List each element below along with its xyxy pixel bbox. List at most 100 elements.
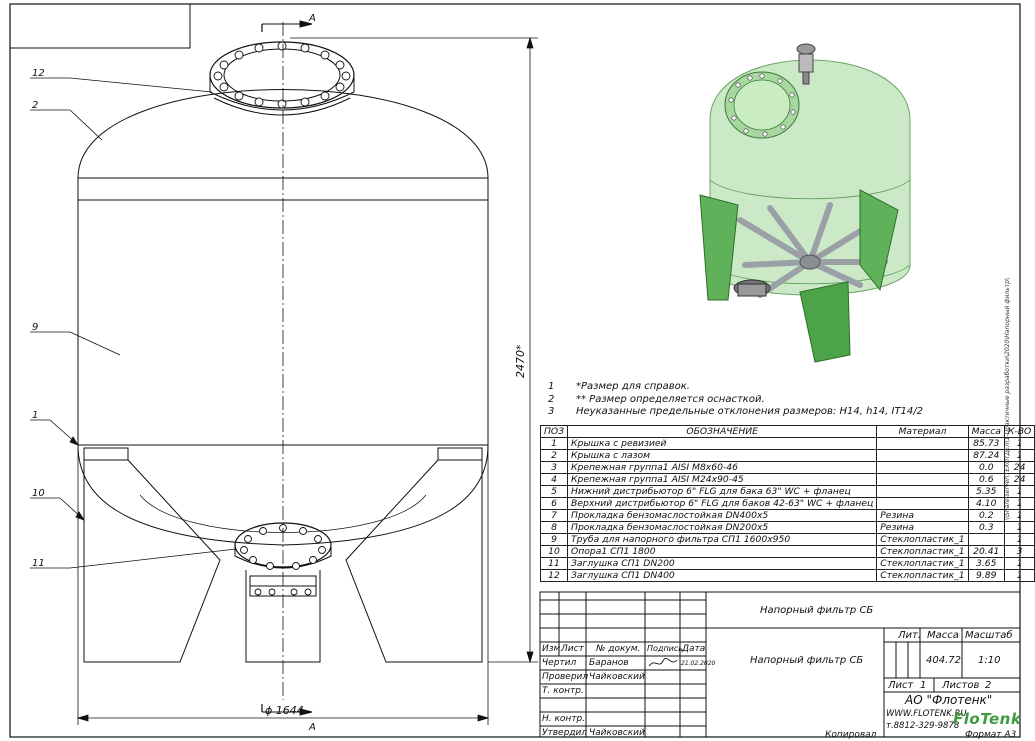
spec-pos: 5: [539, 485, 569, 498]
scale-value: 1:10: [978, 655, 1001, 666]
drawing-frame: [9, 3, 1021, 738]
header-mass: Масса: [967, 425, 1005, 438]
note-text: ** Размер определяется оснасткой.: [576, 393, 765, 405]
spec-mass: 85.73: [967, 437, 1005, 450]
spec-material: [876, 449, 969, 462]
spec-mass: 9.89: [967, 569, 1005, 582]
role-approved: Утвердил: [542, 728, 588, 738]
lit-label: Лит.: [898, 630, 922, 641]
mass-label: Масса: [927, 630, 959, 641]
spec-qty: 1: [1003, 521, 1035, 534]
spec-mass: 87.24: [967, 449, 1005, 462]
height-dimension: [290, 36, 538, 664]
section-marks: [261, 20, 313, 716]
spec-mass: 20.41: [967, 545, 1005, 558]
name-approved: Чайковский: [589, 728, 645, 738]
role-ncontrol: Н. контр.: [542, 714, 586, 724]
col-izm: Изм.: [542, 644, 564, 654]
diameter-dimension: [76, 445, 490, 725]
spec-mass: 0.2: [967, 509, 1005, 522]
spec-mass: 3.65: [967, 557, 1005, 570]
scale-label: Масштаб: [965, 630, 1013, 641]
sheet-label: Лист: [888, 680, 914, 691]
format-label: Формат А3: [965, 730, 1017, 740]
spec-name: Нижний дистрибьютор 6" FLG для бака 63" …: [567, 485, 878, 498]
name-drawn: Баранов: [589, 658, 629, 668]
note-text: *Размер для справок.: [576, 381, 690, 392]
doc-title-top: Напорный фильтр СБ: [760, 605, 874, 616]
spec-material: [876, 461, 969, 474]
leader-12: 12: [32, 68, 45, 79]
spec-name: Прокладка бензомаслостойкая DN400x5: [567, 509, 878, 522]
spec-material: Стеклопластик_1: [876, 533, 969, 546]
spec-name: Крышка с лазом: [567, 449, 878, 462]
role-checked: Проверил: [542, 672, 589, 682]
note-row: 2** Размер определяется оснасткой.: [548, 394, 923, 407]
mass-value: 404.72: [926, 655, 961, 666]
spec-qty: 1: [1003, 557, 1035, 570]
role-tcontrol: Т. контр.: [542, 686, 584, 696]
spec-name: Крепежная группа1 AISI M24x90-45: [567, 473, 878, 486]
note-num: 3: [548, 406, 555, 417]
spec-material: Стеклопластик_1: [876, 557, 969, 570]
leader-1: 1: [32, 410, 38, 421]
signature-mark: [648, 658, 678, 667]
spec-material: [876, 437, 969, 450]
leader-9: 9: [32, 322, 38, 333]
spec-material: [876, 473, 969, 486]
spec-mass: [967, 533, 1005, 546]
header-pos: ПОЗ: [539, 425, 569, 438]
spec-pos: 4: [539, 473, 569, 486]
spec-qty: 1: [1003, 569, 1035, 582]
stamp-box: [9, 3, 191, 49]
spec-qty: 24: [1003, 473, 1035, 486]
spec-mass: 5.35: [967, 485, 1005, 498]
company-website: WWW.FLOTENK.RU: [886, 709, 967, 719]
spec-mass: 0.0: [967, 461, 1005, 474]
spec-pos: 10: [539, 545, 569, 558]
spec-pos: 1: [539, 437, 569, 450]
leader-11: 11: [32, 558, 45, 569]
title-block-lines: [539, 591, 1021, 738]
spec-mass: 4.10: [967, 497, 1005, 510]
spec-mass: 0.6: [967, 473, 1005, 486]
file-path: \\Share-server\ТЕХОТДЕЛ\1-Практичные раз…: [1004, 277, 1011, 520]
spec-pos: 6: [539, 497, 569, 510]
spec-name: Заглушка СП1 DN400: [567, 569, 878, 582]
spec-name: Опора1 СП1 1800: [567, 545, 878, 558]
tank-3d-view: [699, 43, 911, 363]
spec-name: Прокладка бензомаслостойкая DN200x5: [567, 521, 878, 534]
spec-material: [876, 497, 969, 510]
spec-material: Стеклопластик_1: [876, 569, 969, 582]
flange-bolts: [213, 41, 351, 596]
col-date: Дата: [682, 644, 706, 654]
note-row: 1*Размер для справок.: [548, 381, 923, 394]
spec-mass: 0.3: [967, 521, 1005, 534]
spec-name: Крышка с ревизией: [567, 437, 878, 450]
section-mark-bottom: А: [308, 722, 316, 733]
sheets-label: Листов: [942, 680, 980, 691]
copied-label: Копировал: [825, 730, 877, 740]
spec-name: Труба для напорного фильтра СП1 1600x950: [567, 533, 878, 546]
spec-pos: 2: [539, 449, 569, 462]
spec-material: Резина: [876, 509, 969, 522]
section-mark-top: А: [308, 13, 316, 24]
header-name: ОБОЗНАЧЕНИЕ: [567, 425, 878, 438]
spec-pos: 9: [539, 533, 569, 546]
spec-pos: 3: [539, 461, 569, 474]
col-list: Лист: [561, 644, 584, 654]
doc-title: Напорный фильтр СБ: [750, 655, 864, 666]
top-distributor: [796, 43, 816, 85]
spec-header-row: ПОЗ ОБОЗНАЧЕНИЕ Материал Масса К-ВО: [539, 425, 1035, 438]
spec-pos: 12: [539, 569, 569, 582]
leader-10: 10: [32, 488, 45, 499]
